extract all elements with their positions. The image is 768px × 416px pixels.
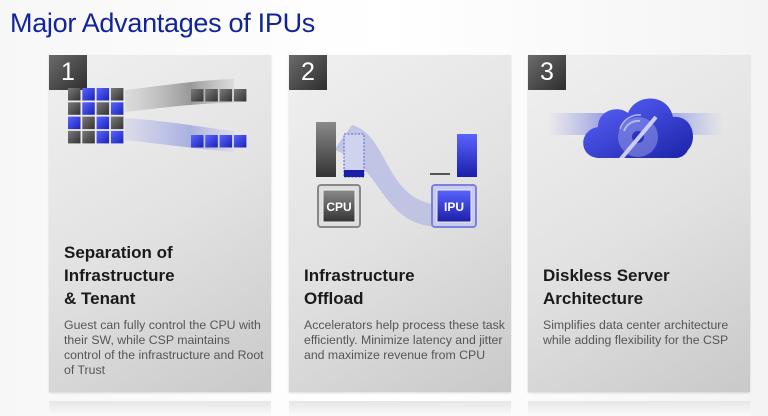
infra-block [82, 130, 95, 144]
diskless-cloud-diagram [548, 98, 723, 162]
card-heading: Infrastructure Offload [304, 266, 415, 308]
card-reflection [49, 401, 271, 416]
tenant-block [233, 135, 247, 148]
card-body: Simplifies data center architecture whil… [543, 318, 729, 347]
tenant-block [82, 88, 95, 101]
offload-diagram: CPU IPU [316, 122, 477, 228]
card-diskless: 3 Diskless Server Architecture Simplifie… [528, 55, 750, 392]
card-number: 1 [49, 55, 87, 90]
slide-title: Major Advantages of IPUs [10, 8, 315, 38]
infra-block [205, 89, 218, 102]
card-reflection [528, 401, 750, 416]
infra-block [110, 116, 124, 130]
tenant-block [96, 130, 110, 144]
card-heading: Separation of Infrastructure & Tenant [64, 243, 175, 308]
card-heading: Diskless Server Architecture [543, 266, 670, 308]
tenant-block [96, 116, 110, 130]
cpu-load-bar [316, 122, 336, 177]
ipu-load-bar [457, 134, 477, 177]
infra-block [68, 88, 81, 101]
tenant-block [68, 116, 81, 130]
tenant-block [191, 135, 204, 148]
card-number: 3 [528, 55, 566, 90]
tenant-block [110, 130, 124, 144]
card-separation: 1 Separation of Infrastructure & Tenant … [49, 55, 271, 392]
infra-block [110, 88, 124, 101]
ipu-label: IPU [444, 200, 464, 214]
tenant-block [82, 102, 95, 115]
infra-block [191, 89, 204, 102]
infra-block [233, 89, 247, 102]
tenant-block [205, 135, 218, 148]
no-disk-icon [618, 114, 658, 162]
card-offload: 2 CPU IPU Infrastructure Offload Acceler… [289, 55, 511, 392]
tenant-block [219, 135, 233, 148]
card-number: 2 [289, 55, 327, 90]
tenant-separation-diagram [68, 79, 247, 152]
cpu-label: CPU [326, 200, 351, 214]
tenant-block [110, 102, 124, 115]
infra-block [68, 130, 81, 144]
infra-block [219, 89, 233, 102]
infra-block [96, 102, 110, 115]
tenant-block [96, 88, 110, 101]
card-body: Accelerators help process these task eff… [304, 318, 505, 362]
card-reflection [289, 401, 511, 416]
infra-block [68, 102, 81, 115]
card-body: Guest can fully control the CPU with the… [64, 318, 264, 377]
infra-block [82, 116, 95, 130]
